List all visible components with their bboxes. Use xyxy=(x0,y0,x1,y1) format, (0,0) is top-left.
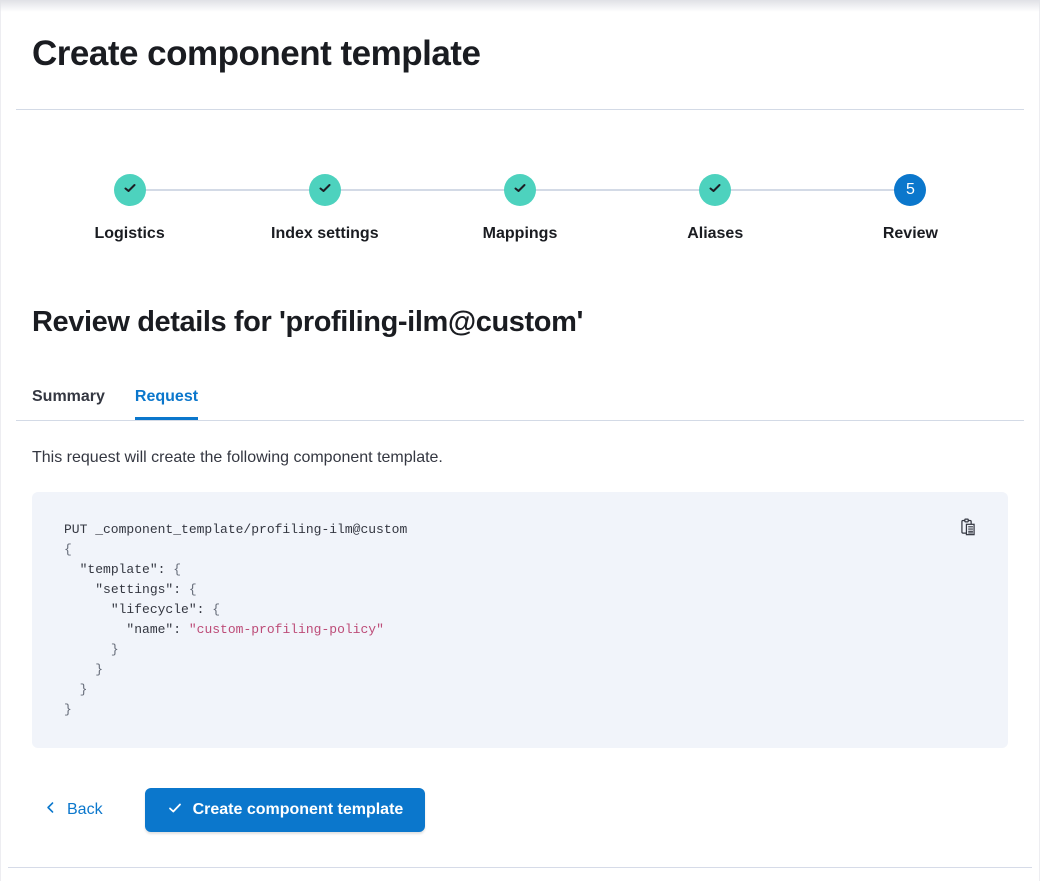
review-details-heading: Review details for 'profiling-ilm@custom… xyxy=(32,306,583,338)
step-label: Mappings xyxy=(482,225,558,242)
back-button[interactable]: Back xyxy=(32,801,103,819)
stepper-step-aliases[interactable]: Aliases xyxy=(618,174,813,244)
chevron-left-icon xyxy=(44,801,57,819)
step-circle-complete xyxy=(699,174,732,206)
step-label: Logistics xyxy=(94,225,165,242)
stepper-step-mappings[interactable]: Mappings xyxy=(422,174,617,244)
request-code-block: PUT _component_template/profiling-ilm@cu… xyxy=(32,492,1008,748)
wizard-footer: Back Create component template xyxy=(32,788,1008,832)
create-component-template-button[interactable]: Create component template xyxy=(144,788,426,832)
step-circle-complete xyxy=(308,174,341,206)
request-description: This request will create the following c… xyxy=(32,449,443,466)
create-button-label: Create component template xyxy=(192,801,404,818)
page-title: Create component template xyxy=(32,34,481,73)
step-label: Aliases xyxy=(687,225,744,242)
check-icon xyxy=(122,180,138,201)
step-label: Review xyxy=(882,225,938,242)
tab-summary[interactable]: Summary xyxy=(32,386,105,420)
header-divider xyxy=(16,109,1024,110)
code-content: PUT _component_template/profiling-ilm@cu… xyxy=(64,522,408,717)
tab-request[interactable]: Request xyxy=(135,386,198,420)
step-circle-complete xyxy=(504,174,536,206)
copy-clipboard-icon xyxy=(959,518,977,539)
check-icon xyxy=(167,800,183,821)
tabs-bar: Summary Request xyxy=(16,386,1024,421)
check-icon xyxy=(707,180,723,201)
check-icon xyxy=(512,180,528,201)
copy-button[interactable] xyxy=(956,516,980,540)
stepper-step-review-current: 5 Review xyxy=(813,174,1008,244)
step-circle-current: 5 xyxy=(894,174,927,206)
step-number: 5 xyxy=(905,181,915,198)
bottom-divider xyxy=(8,867,1032,868)
step-label: Index settings xyxy=(271,225,379,242)
check-icon xyxy=(317,180,333,201)
stepper-step-logistics[interactable]: Logistics xyxy=(32,174,227,244)
back-button-label: Back xyxy=(67,801,103,818)
horizontal-stepper: Logistics Index settings Mappings xyxy=(32,174,1008,244)
stepper-step-index-settings[interactable]: Index settings xyxy=(227,174,422,244)
step-circle-complete xyxy=(113,174,146,206)
